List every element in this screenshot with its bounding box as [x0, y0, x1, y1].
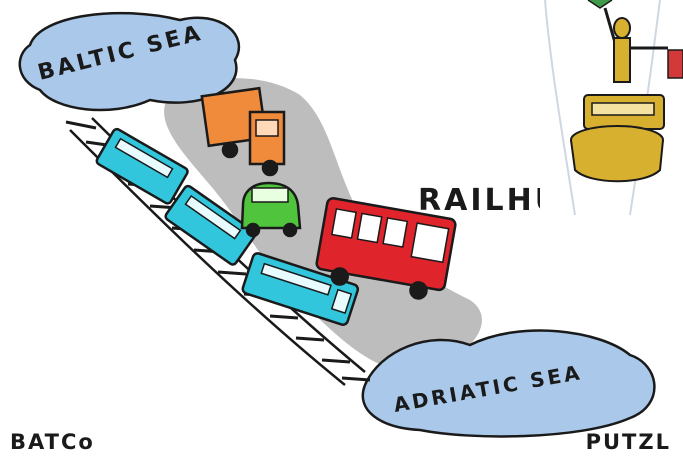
car [242, 183, 300, 236]
putzl-label: PUTZL [586, 430, 671, 454]
trophy-inset [540, 0, 683, 215]
batco-label: BATCo [10, 430, 95, 454]
